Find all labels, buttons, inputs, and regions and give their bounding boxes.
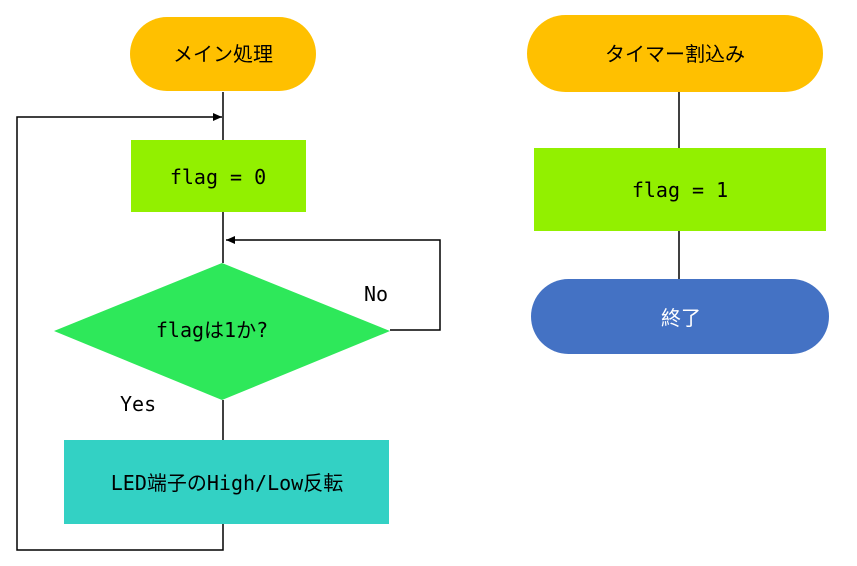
toggle-process-label: LED端子のHigh/Low反転 [111, 471, 343, 495]
set-flag-process-box [534, 148, 826, 231]
interrupt-start-label: タイマー割込み [605, 42, 745, 66]
init-process-label: flag = 0 [170, 165, 266, 189]
no-label: No [364, 282, 388, 306]
main-start-terminal [130, 17, 316, 91]
no-loop-arrow [226, 236, 441, 331]
toggle-process-box [64, 440, 389, 524]
main-loop-arrow [16, 113, 224, 551]
decision-diamond [54, 263, 390, 400]
interrupt-end-terminal [531, 279, 829, 354]
main-start-label: メイン処理 [173, 42, 273, 66]
decision-label: flagは1か? [156, 318, 268, 342]
set-flag-process-label: flag = 1 [632, 178, 728, 202]
interrupt-end-label: 終了 [661, 306, 701, 330]
yes-label: Yes [120, 392, 156, 416]
interrupt-start-terminal [527, 15, 823, 92]
init-process-box [131, 140, 306, 212]
